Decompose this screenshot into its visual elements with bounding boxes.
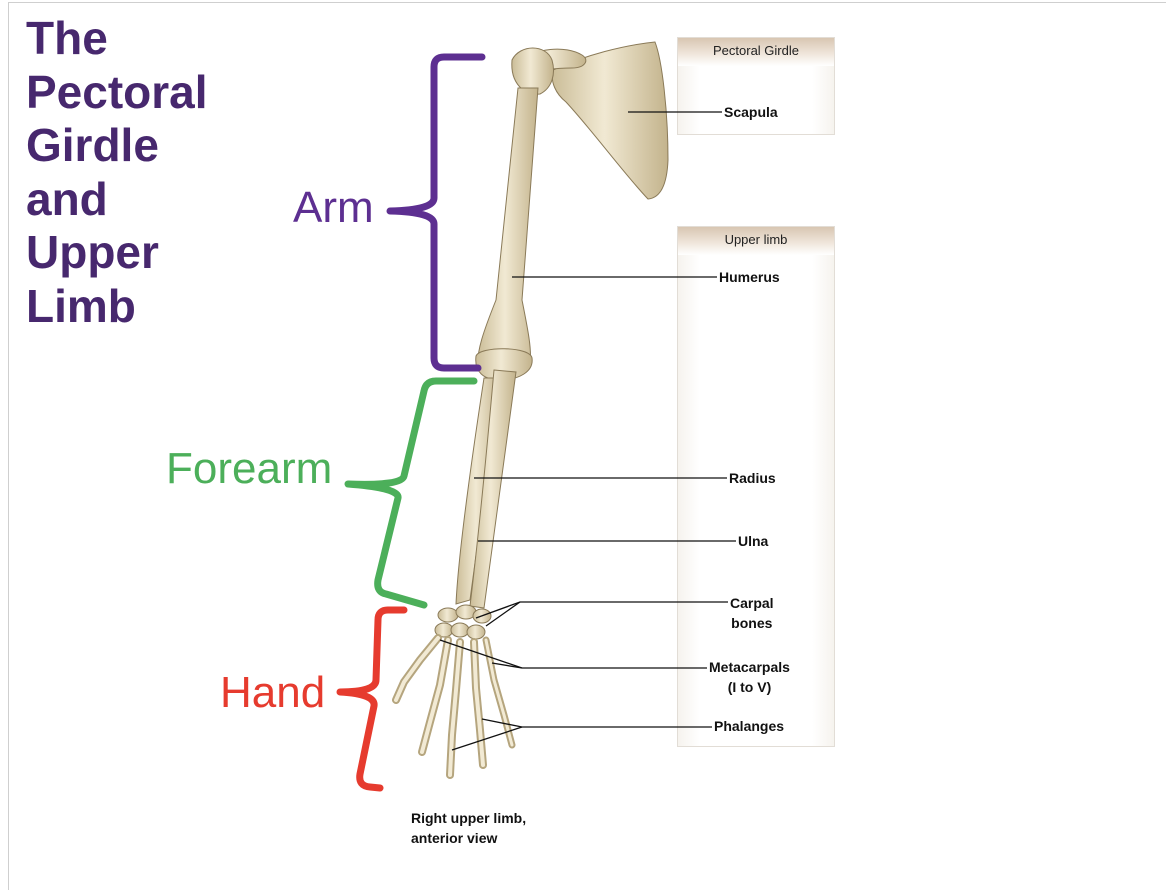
scapula-label: Scapula: [722, 102, 780, 122]
forearm-brace: [348, 381, 474, 605]
hand-label: Hand: [220, 671, 325, 715]
carpal-bone: [451, 623, 469, 637]
ulna-label-text: Ulna: [738, 533, 768, 549]
humerus-head: [512, 48, 554, 94]
humerus-label: Humerus: [717, 267, 782, 287]
carpals-label: Carpal bones: [728, 593, 776, 633]
arm-label: Arm: [293, 186, 374, 230]
carpals-leader: [476, 602, 728, 618]
carpals-label-line2: bones: [730, 613, 774, 633]
humerus-shaft: [478, 88, 538, 368]
metacarpals-label: Metacarpals (I to V): [707, 657, 792, 697]
figure-caption: Right upper limb, anterior view: [411, 808, 526, 848]
caption-line1: Right upper limb,: [411, 808, 526, 828]
carpal-bone: [467, 625, 485, 639]
scapula-label-text: Scapula: [724, 104, 778, 120]
forearm-label: Forearm: [166, 447, 332, 491]
metacarpals-leader: [440, 640, 522, 668]
ulna-label: Ulna: [736, 531, 770, 551]
humerus-label-text: Humerus: [719, 269, 780, 285]
caption-line2: anterior view: [411, 828, 526, 848]
metacarpals-label-line2: (I to V): [709, 677, 790, 697]
phalanges-leader: [482, 719, 712, 727]
phalanges-label: Phalanges: [712, 716, 786, 736]
phalanges-label-text: Phalanges: [714, 718, 784, 734]
carpals-label-line1: Carpal: [730, 593, 774, 613]
arm-brace: [390, 57, 482, 368]
radius-label-text: Radius: [729, 470, 776, 486]
metacarpals-leader: [492, 663, 707, 668]
metacarpals-label-line1: Metacarpals: [709, 657, 790, 677]
carpal-bone: [438, 608, 458, 622]
radius-label: Radius: [727, 468, 778, 488]
